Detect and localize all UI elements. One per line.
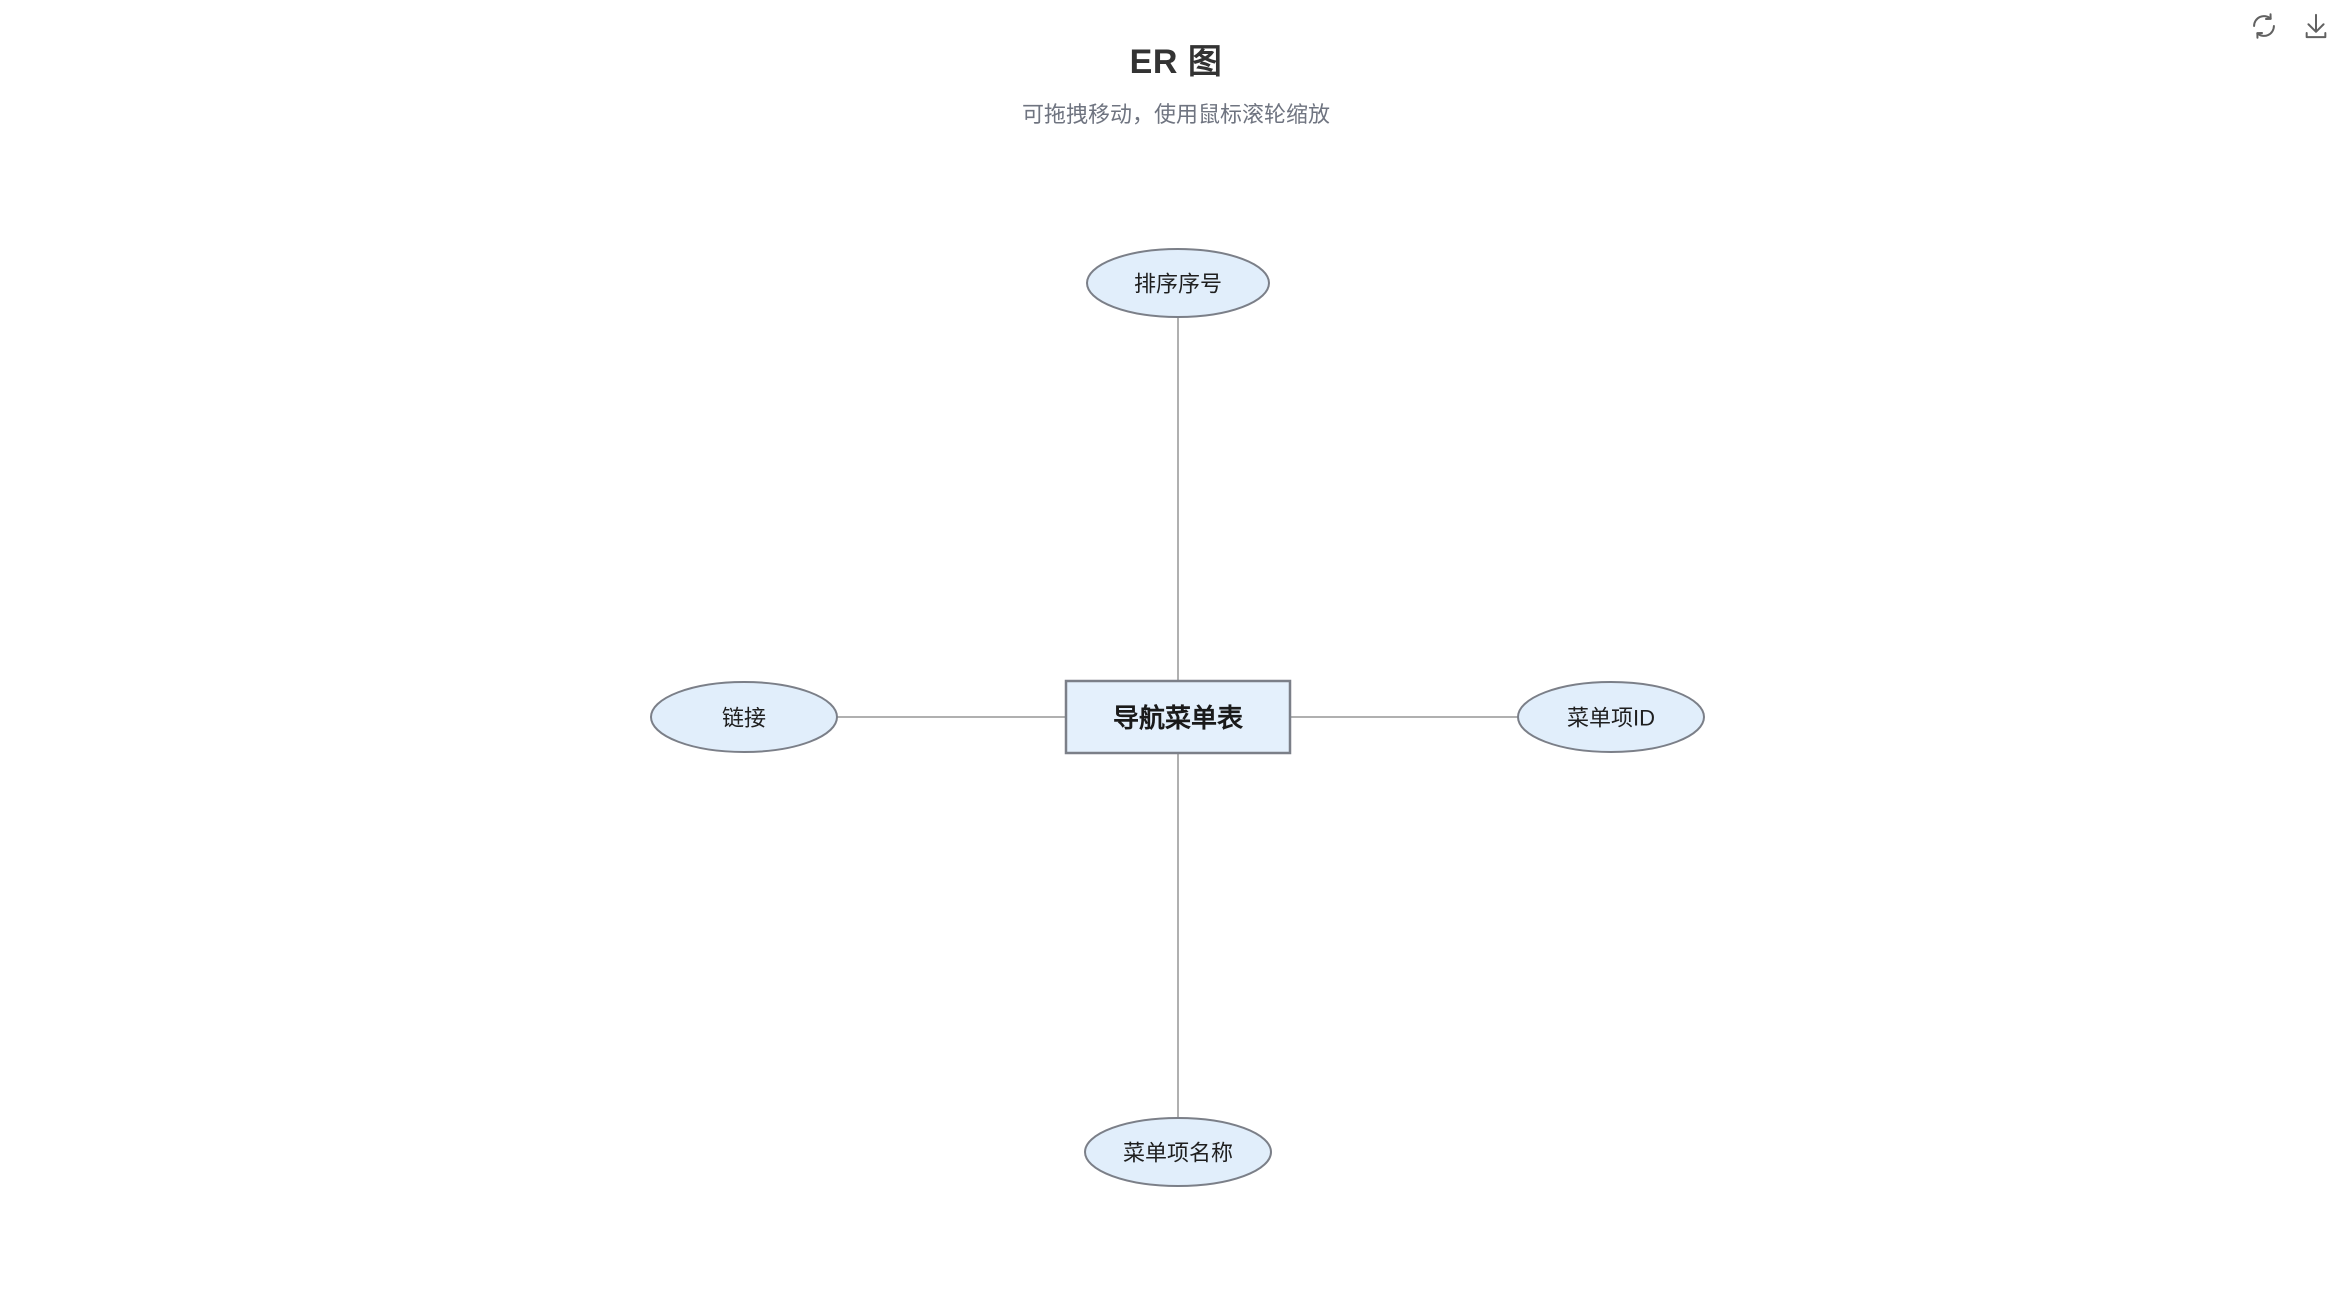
er-attribute-label: 菜单项ID bbox=[1567, 706, 1655, 731]
reset-view-button[interactable] bbox=[2246, 8, 2282, 44]
er-entity-node-navigation-menu-table[interactable]: 导航菜单表 bbox=[1064, 679, 1292, 755]
refresh-icon bbox=[2250, 12, 2278, 40]
er-attribute-node-sort-order[interactable]: 排序序号 bbox=[1086, 248, 1270, 318]
download-icon bbox=[2302, 12, 2330, 40]
er-attribute-node-menu-item-name[interactable]: 菜单项名称 bbox=[1084, 1117, 1272, 1187]
er-attribute-label: 链接 bbox=[722, 706, 766, 731]
er-attribute-ellipse[interactable] bbox=[1517, 681, 1705, 753]
er-attribute-label: 排序序号 bbox=[1134, 272, 1222, 297]
er-attribute-ellipse[interactable] bbox=[1086, 248, 1270, 318]
er-attribute-ellipse[interactable] bbox=[650, 681, 838, 753]
er-entity-rect[interactable] bbox=[1064, 679, 1292, 755]
er-attribute-node-menu-item-id[interactable]: 菜单项ID bbox=[1517, 681, 1705, 753]
er-attribute-node-link[interactable]: 链接 bbox=[650, 681, 838, 753]
er-attribute-label: 菜单项名称 bbox=[1123, 1141, 1233, 1166]
toolbar bbox=[2246, 8, 2334, 44]
er-attribute-ellipse[interactable] bbox=[1084, 1117, 1272, 1187]
download-button[interactable] bbox=[2298, 8, 2334, 44]
er-entity-label: 导航菜单表 bbox=[1113, 703, 1244, 733]
